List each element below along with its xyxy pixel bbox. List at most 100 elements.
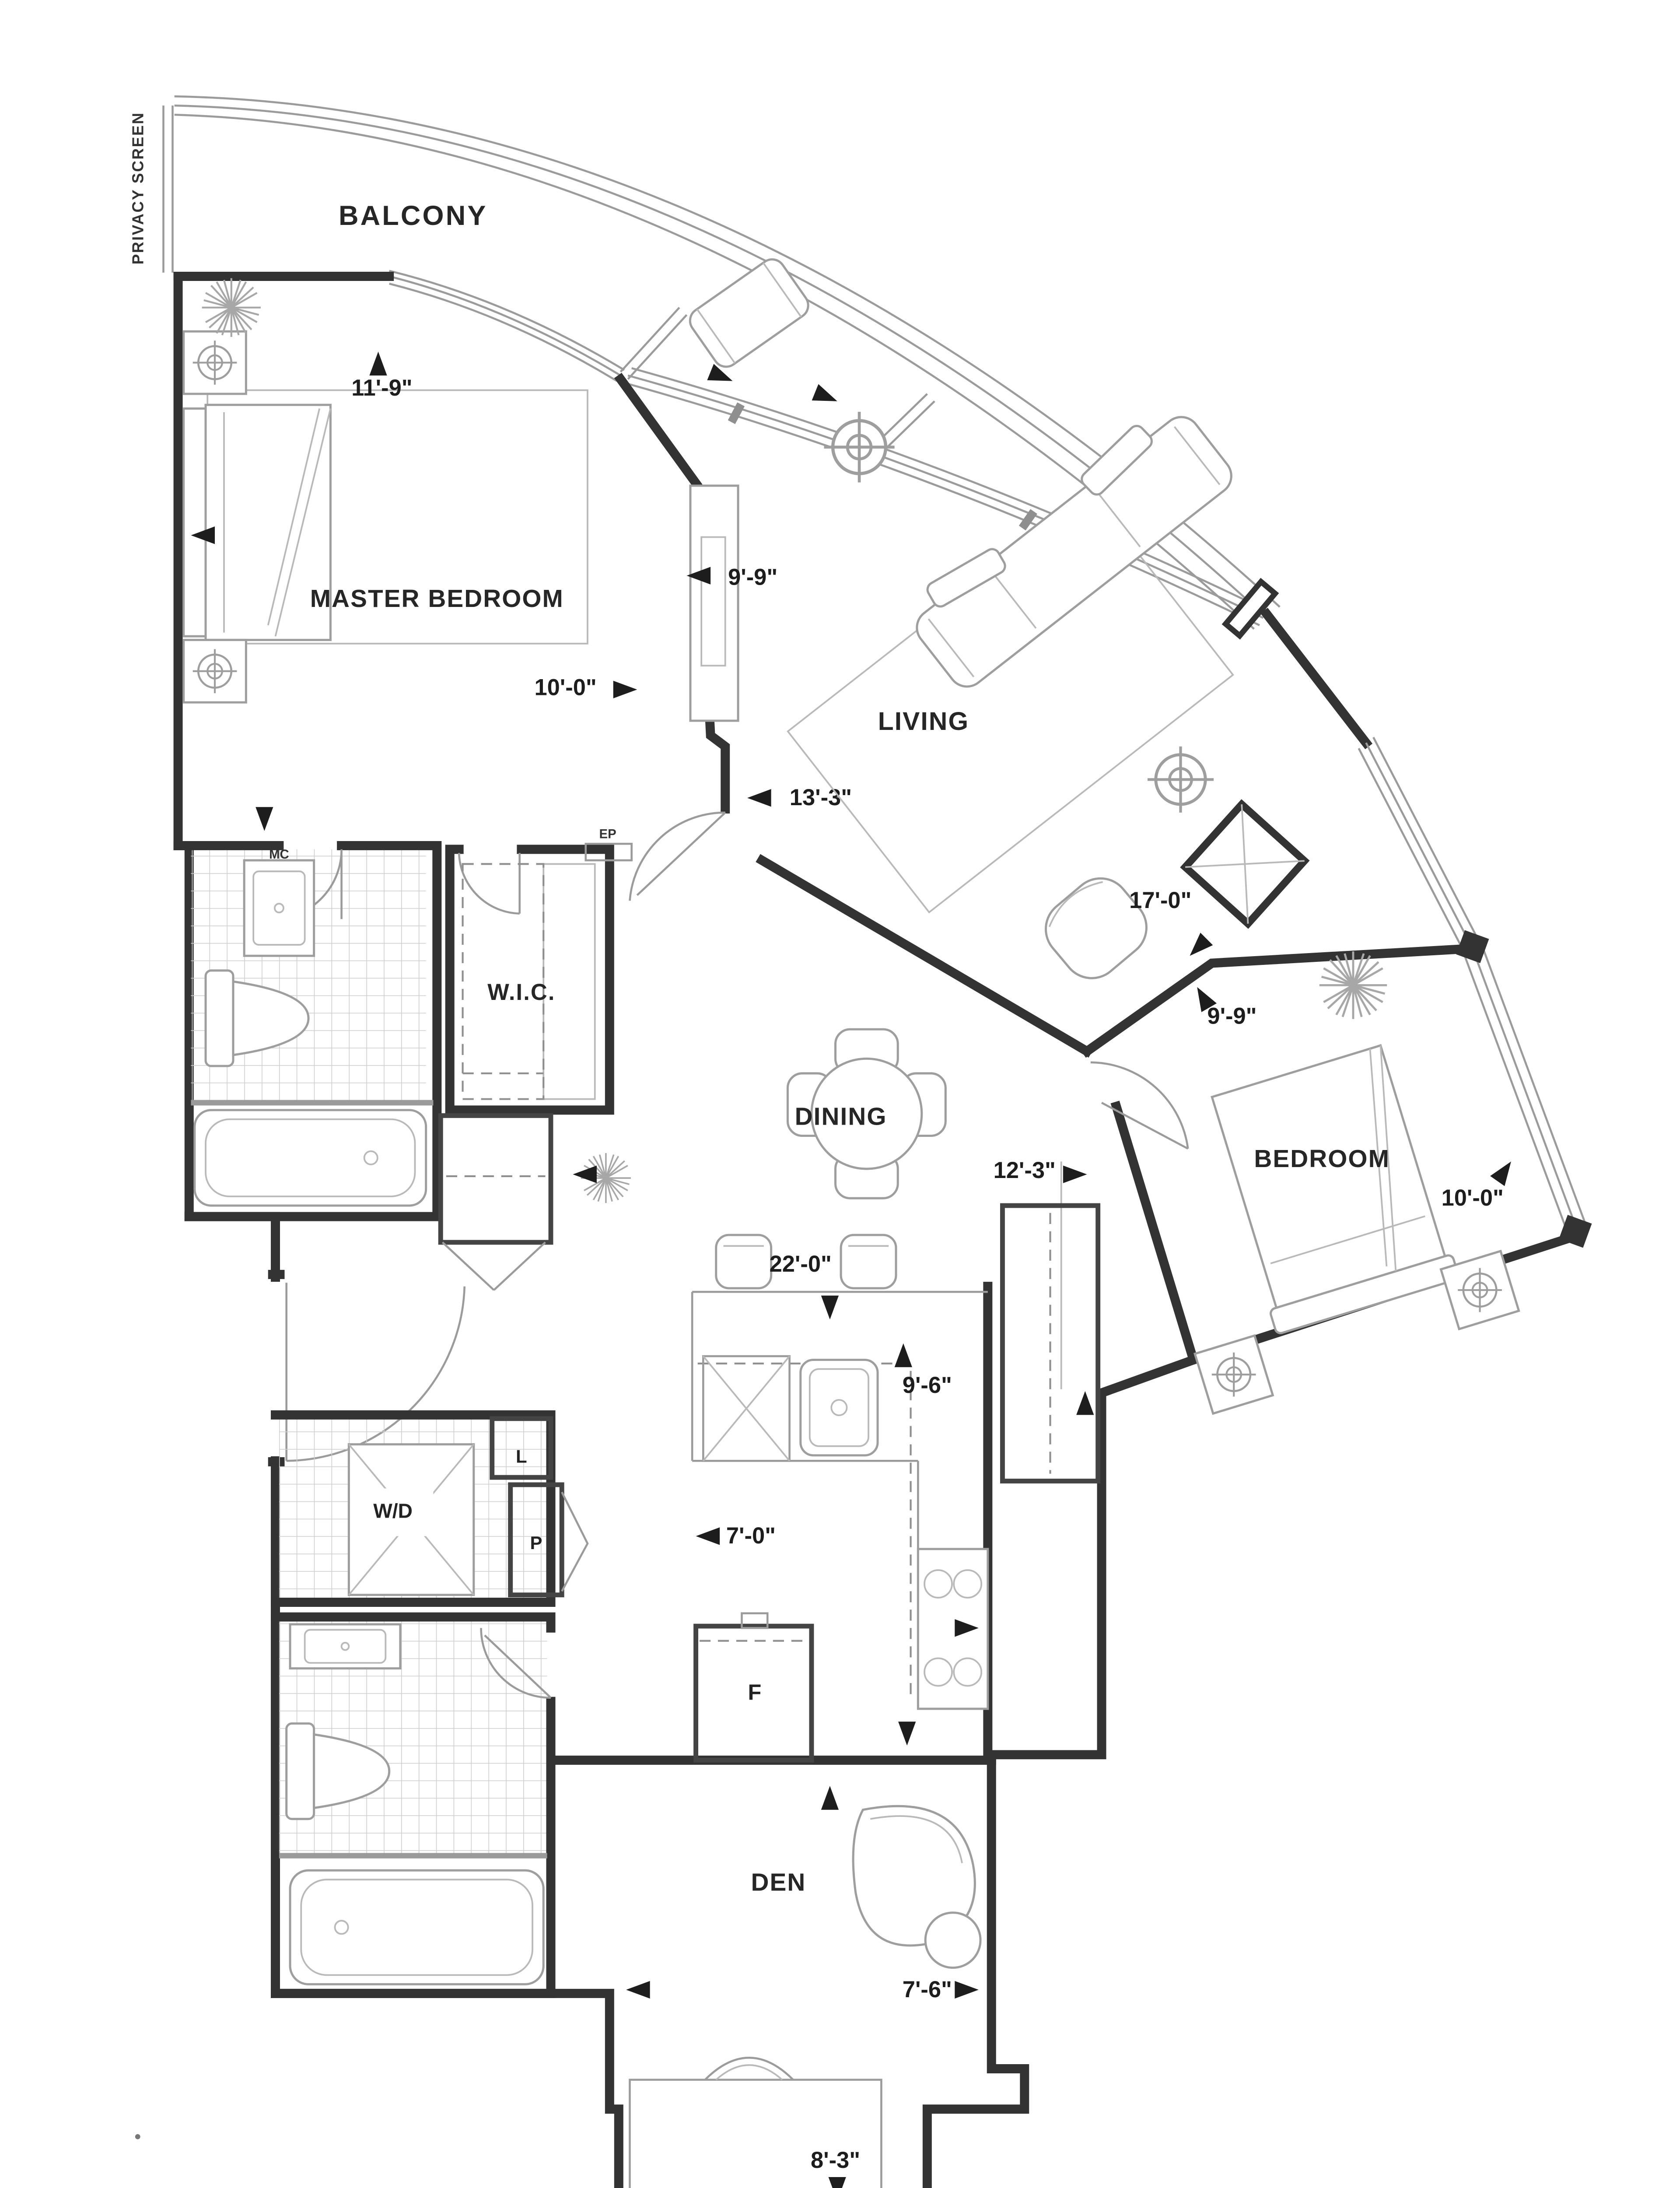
balcony: PRIVACY SCREEN BALCONY: [129, 95, 1281, 640]
master-balcony-door-leaf: [620, 307, 688, 380]
living-glass-wall: [624, 367, 1267, 626]
bar-stool: [715, 1234, 773, 1290]
privacy-screen: PRIVACY SCREEN: [129, 105, 174, 273]
vanity: [289, 1623, 402, 1670]
foyer-closet: [438, 1113, 553, 1291]
dim-arrow-down: [898, 1722, 916, 1746]
bedroom-window: [1462, 944, 1589, 1239]
dining-area: DINING 13'-3" 12'-3": [747, 785, 1094, 1415]
counter: [691, 1290, 988, 1710]
dim-arrow-up: [1076, 1391, 1094, 1415]
dim-arrow-left: [573, 1165, 597, 1183]
dim-arrow-down: [828, 2177, 846, 2188]
dim-den-length: 8'-3": [811, 2148, 860, 2173]
dim-arrow-down-left: [1183, 933, 1213, 962]
dim-master-width: 11'-9": [351, 375, 412, 401]
dim-living-length: 17'-0": [1129, 888, 1191, 913]
dim-den-width: 7'-6": [903, 1977, 952, 2002]
balcony-lounge-chair: [689, 258, 809, 368]
fridge: F: [693, 1612, 814, 1763]
living-room: LIVING 17'-0": [787, 394, 1234, 979]
den-label: DEN: [751, 1869, 806, 1896]
laundry-room: W/D L P: [271, 1410, 589, 1607]
door-jamb: [268, 1269, 285, 1279]
bedroom-door: [1090, 1061, 1189, 1150]
floor-lamp-icon: [1148, 747, 1214, 813]
bar-stool: [840, 1234, 897, 1290]
tv-console: 9'-9": [686, 484, 777, 722]
second-bathroom: [271, 1612, 556, 1998]
balcony-end-cap: [1222, 578, 1279, 640]
bedroom-closet: [1000, 1203, 1101, 1483]
vanity: MC: [243, 847, 315, 957]
side-table-icon: [824, 412, 894, 482]
master-bedroom: MASTER BEDROOM 11'-9" 10'-0": [182, 278, 726, 901]
dim-master-depth: 10'-0": [534, 675, 596, 700]
balcony-door-arrow: [707, 364, 736, 389]
electrical-panel: [584, 842, 633, 862]
dishwasher: [702, 1355, 791, 1462]
dim-arrow-right: [613, 680, 637, 698]
kitchen-sink: [799, 1358, 879, 1457]
dim-arrow-up: [894, 1343, 912, 1368]
dim-arrow-down: [256, 807, 273, 831]
dim-kitchen-depth: 9'-6": [903, 1373, 952, 1398]
dim-bedroom-depth: 10'-0": [1442, 1185, 1504, 1211]
wic-label: W.I.C.: [487, 980, 555, 1005]
wic-shelving-dashed: [462, 863, 545, 1100]
dim-arrow-left: [747, 789, 771, 807]
glass-mullion: [728, 402, 745, 424]
dim-living-tv-wall: 9'-9": [728, 565, 777, 590]
medicine-cabinet-label: MC: [269, 847, 289, 862]
pantry-bifold-door: [561, 1491, 589, 1592]
den-armchair: [852, 1805, 982, 1969]
dim-arrow-up: [369, 351, 387, 376]
living-label: LIVING: [878, 707, 969, 736]
dim-bedroom-wall: 9'-9": [1207, 1004, 1256, 1029]
dim-living-hall: 13'-3": [790, 785, 852, 810]
dim-arrow-left: [696, 1527, 720, 1545]
stray-dot: [135, 2134, 140, 2139]
dim-arrow-left: [626, 1981, 650, 1999]
kitchen: F 22'-0" 9'-6" 7'-0": [550, 1234, 996, 1810]
washer-dryer: W/D: [347, 1443, 475, 1596]
sofa: [916, 416, 1232, 688]
dim-arrow-down: [821, 1295, 839, 1320]
master-bed: [182, 403, 332, 641]
den-desk: [629, 2057, 882, 2188]
window-cap: [1456, 930, 1489, 963]
toilet-icon: [204, 969, 310, 1067]
wic-door: [458, 853, 521, 915]
dining-table: [810, 1057, 923, 1170]
fridge-label: F: [748, 1680, 761, 1704]
dim-kitchen-width: 7'-0": [726, 1523, 776, 1549]
bed: [1211, 1044, 1460, 1334]
bath-door: [480, 1628, 552, 1699]
walk-in-closet: W.I.C. EP: [445, 827, 633, 1115]
corner-window: [1358, 736, 1481, 955]
plant-icon: [202, 278, 261, 337]
pantry-label: P: [530, 1532, 542, 1553]
dim-kitchen-length: 22'-0": [770, 1252, 832, 1277]
bedroom-label: BEDROOM: [1254, 1145, 1390, 1173]
den: DEN 7'-6" 8'-3": [626, 1805, 982, 2188]
washer-dryer-label: W/D: [373, 1499, 413, 1522]
master-ensuite-bath: MC: [173, 807, 442, 1221]
glass-mullion: [1018, 509, 1037, 531]
pantry-closet: P: [508, 1482, 589, 1598]
linen-closet: L: [490, 1416, 553, 1480]
stove: [917, 1548, 989, 1710]
column-shaft: [1180, 799, 1310, 929]
bedroom: BEDROOM 9'-9" 10'-0": [756, 854, 1592, 1483]
bathtub-icon: [193, 1109, 427, 1207]
bathtub-icon: [289, 1869, 545, 1985]
electrical-panel-label: EP: [599, 827, 616, 842]
balcony-door-arrow: [812, 384, 841, 410]
dim-arrow-up-right: [1490, 1156, 1519, 1186]
linen-label: L: [516, 1446, 527, 1467]
dim-hall-length: 12'-3": [994, 1158, 1056, 1183]
toilet-icon: [285, 1722, 391, 1820]
dim-arrow-right: [955, 1981, 979, 1999]
privacy-screen-label: PRIVACY SCREEN: [129, 112, 147, 265]
